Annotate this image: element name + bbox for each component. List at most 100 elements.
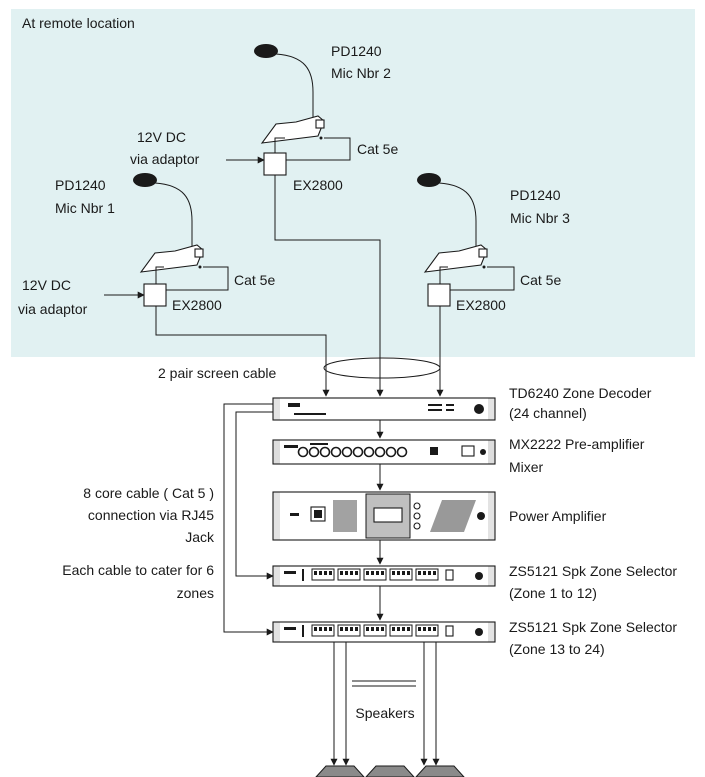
rj45-pin [381, 627, 384, 631]
screen-cable-label: 2 pair screen cable [158, 365, 277, 381]
rj45-pin [355, 627, 358, 631]
rj45-pin [340, 571, 343, 575]
mic-head-icon [417, 173, 441, 187]
rj45-pin [366, 627, 369, 631]
rj45-pin [428, 627, 431, 631]
speaker-icon [365, 765, 415, 777]
cable-note-2: connection via RJ45 [88, 507, 214, 523]
rj45-pin [392, 571, 395, 575]
mic-3 [417, 173, 488, 273]
rj45-pin [376, 627, 379, 631]
rj45-port [311, 624, 335, 637]
remote-location-label: At remote location [22, 15, 135, 31]
rj45-pin [418, 627, 421, 631]
cable-note-3: Jack [185, 529, 215, 545]
rj45-pin [433, 627, 436, 631]
mic-3-model: PD1240 [510, 187, 561, 203]
zs5121-zone-selector-1 [272, 565, 496, 587]
power-amp-label: Power Amplifier [509, 508, 607, 524]
rj45-pin [329, 627, 332, 631]
mic-2-name: Mic Nbr 2 [331, 65, 391, 81]
rj45-pin [371, 571, 374, 575]
rj45-port [311, 568, 335, 581]
mic-2-cable: Cat 5e [357, 141, 398, 157]
mic-3-extender: EX2800 [456, 297, 506, 313]
rj45-pin [402, 627, 405, 631]
speaker-icon [315, 765, 365, 777]
mic-1-model: PD1240 [55, 177, 106, 193]
rj45-pin [397, 627, 400, 631]
rj45-pin [319, 627, 322, 631]
mic-2-power-line2: via adaptor [130, 151, 200, 167]
rj45-pin [371, 627, 374, 631]
rj45-port [389, 624, 413, 637]
td6240-label-1: TD6240 Zone Decoder [509, 385, 652, 401]
rj45-pin [407, 571, 410, 575]
rj45-pin [314, 627, 317, 631]
rj45-pin [350, 627, 353, 631]
td6240-zone-decoder [272, 397, 496, 421]
mixer-knob [341, 446, 353, 458]
rj45-pin [324, 627, 327, 631]
rj45-pin [345, 571, 348, 575]
rj45-pin [397, 571, 400, 575]
rj45-pin [423, 627, 426, 631]
rj45-pin [350, 571, 353, 575]
mic-1-extender: EX2800 [172, 297, 222, 313]
mixer-knob [385, 446, 397, 458]
rj45-pin [355, 571, 358, 575]
mixer-knob [330, 446, 342, 458]
rj45-pin [345, 627, 348, 631]
remote-location-area [11, 9, 695, 357]
mixer-knob [352, 446, 364, 458]
mic-base-icon [423, 244, 488, 273]
mx2222-label-1: MX2222 Pre-amplifier [509, 436, 645, 452]
rj45-pin [402, 571, 405, 575]
mixer-knob [308, 446, 320, 458]
mic-head-icon [254, 44, 278, 58]
mic-2-model: PD1240 [331, 43, 382, 59]
ex2800-box-3 [427, 283, 451, 307]
zs5121-2-label-2: (Zone 13 to 24) [509, 641, 605, 657]
mixer-knob [396, 446, 408, 458]
speakers-label: Speakers [355, 705, 414, 721]
mic-head-icon [133, 173, 157, 187]
rj45-pin [423, 571, 426, 575]
zs5121-1-label-2: (Zone 1 to 12) [509, 585, 597, 601]
td6240-label-2: (24 channel) [509, 405, 587, 421]
mic-1 [133, 173, 204, 273]
rj45-pin [381, 571, 384, 575]
rj45-pin [340, 627, 343, 631]
rj45-pin [428, 571, 431, 575]
mixer-knob [374, 446, 386, 458]
mic-2-extender: EX2800 [293, 177, 343, 193]
rj45-pin [407, 627, 410, 631]
rj45-pin [418, 571, 421, 575]
zs5121-zone-selector-2 [272, 621, 496, 643]
cable-bundle-ring [323, 357, 441, 379]
mic-2-power-line1: 12V DC [137, 129, 186, 145]
mic-base-icon [260, 115, 325, 144]
mic-1-power-line2: via adaptor [18, 301, 88, 317]
rj45-port [415, 624, 439, 637]
power-amplifier [272, 491, 496, 541]
rj45-port [389, 568, 413, 581]
speaker-icon [415, 765, 465, 777]
rj45-pin [366, 571, 369, 575]
mixer-knob [297, 446, 309, 458]
mic-1-cable: Cat 5e [234, 272, 275, 288]
rj45-pin [314, 571, 317, 575]
zs5121-1-label-1: ZS5121 Spk Zone Selector [509, 563, 677, 579]
rj45-port [337, 568, 361, 581]
zones-note-2: zones [177, 585, 214, 601]
speaker-icons [315, 765, 465, 777]
rj45-pin [329, 571, 332, 575]
rj45-pin [433, 571, 436, 575]
mixer-knob [363, 446, 375, 458]
mx2222-label-2: Mixer [509, 459, 544, 475]
rj45-pin [319, 571, 322, 575]
mixer-knob [319, 446, 331, 458]
rj45-pin [376, 571, 379, 575]
rj45-port [363, 568, 387, 581]
mic-2 [254, 44, 325, 144]
